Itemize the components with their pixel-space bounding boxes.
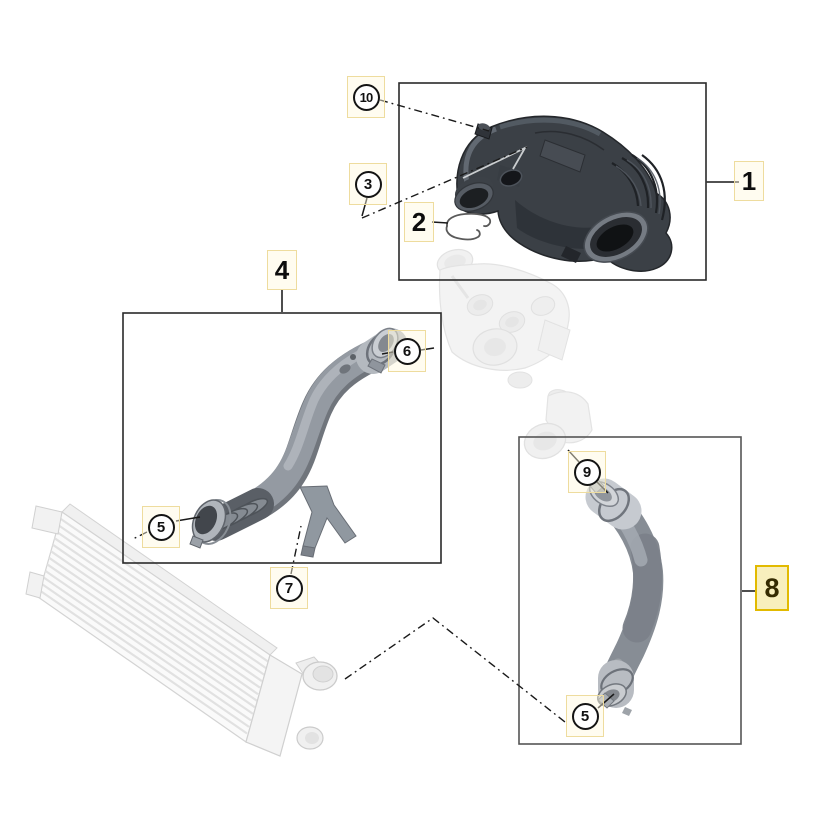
callout-8-selected[interactable]: 8	[755, 565, 789, 611]
callout-5-hose[interactable]: 5	[566, 695, 604, 737]
callout-8-number: 8	[764, 572, 780, 603]
callout-9[interactable]: 9	[568, 451, 606, 493]
callout-9-number: 9	[573, 458, 601, 486]
callout-4[interactable]: 4	[267, 250, 297, 290]
air-intake-duct-drawing	[454, 115, 673, 272]
ghost-intercooler	[25, 503, 338, 757]
callout-2-number: 2	[411, 207, 427, 237]
callout-1-number: 1	[741, 166, 757, 196]
callout-6[interactable]: 6	[388, 330, 426, 372]
callout-7-number: 7	[275, 574, 303, 602]
callout-10[interactable]: 10	[347, 76, 385, 118]
callout-5-pipe-number: 5	[147, 513, 175, 541]
callout-3[interactable]: 3	[349, 163, 387, 205]
callout-3-number: 3	[354, 170, 382, 198]
callout-4-number: 4	[274, 255, 290, 285]
callout-2[interactable]: 2	[404, 202, 434, 242]
ghost-throttle-body	[523, 389, 593, 460]
callout-6-number: 6	[393, 337, 421, 365]
charge-air-hose-drawing	[585, 478, 664, 716]
callout-7[interactable]: 7	[270, 567, 308, 609]
hose-clamp-drawing	[445, 212, 492, 241]
ghost-turbocharger	[436, 248, 571, 389]
part-group-box-4	[122, 312, 442, 564]
callout-5-hose-number: 5	[571, 702, 599, 730]
callout-5-pipe[interactable]: 5	[142, 506, 180, 548]
callout-1[interactable]: 1	[734, 161, 764, 201]
callout-10-number: 10	[352, 83, 380, 111]
leader-lines	[132, 99, 757, 723]
charge-air-pipe-drawing	[189, 327, 408, 558]
part-group-box-8	[518, 436, 742, 745]
